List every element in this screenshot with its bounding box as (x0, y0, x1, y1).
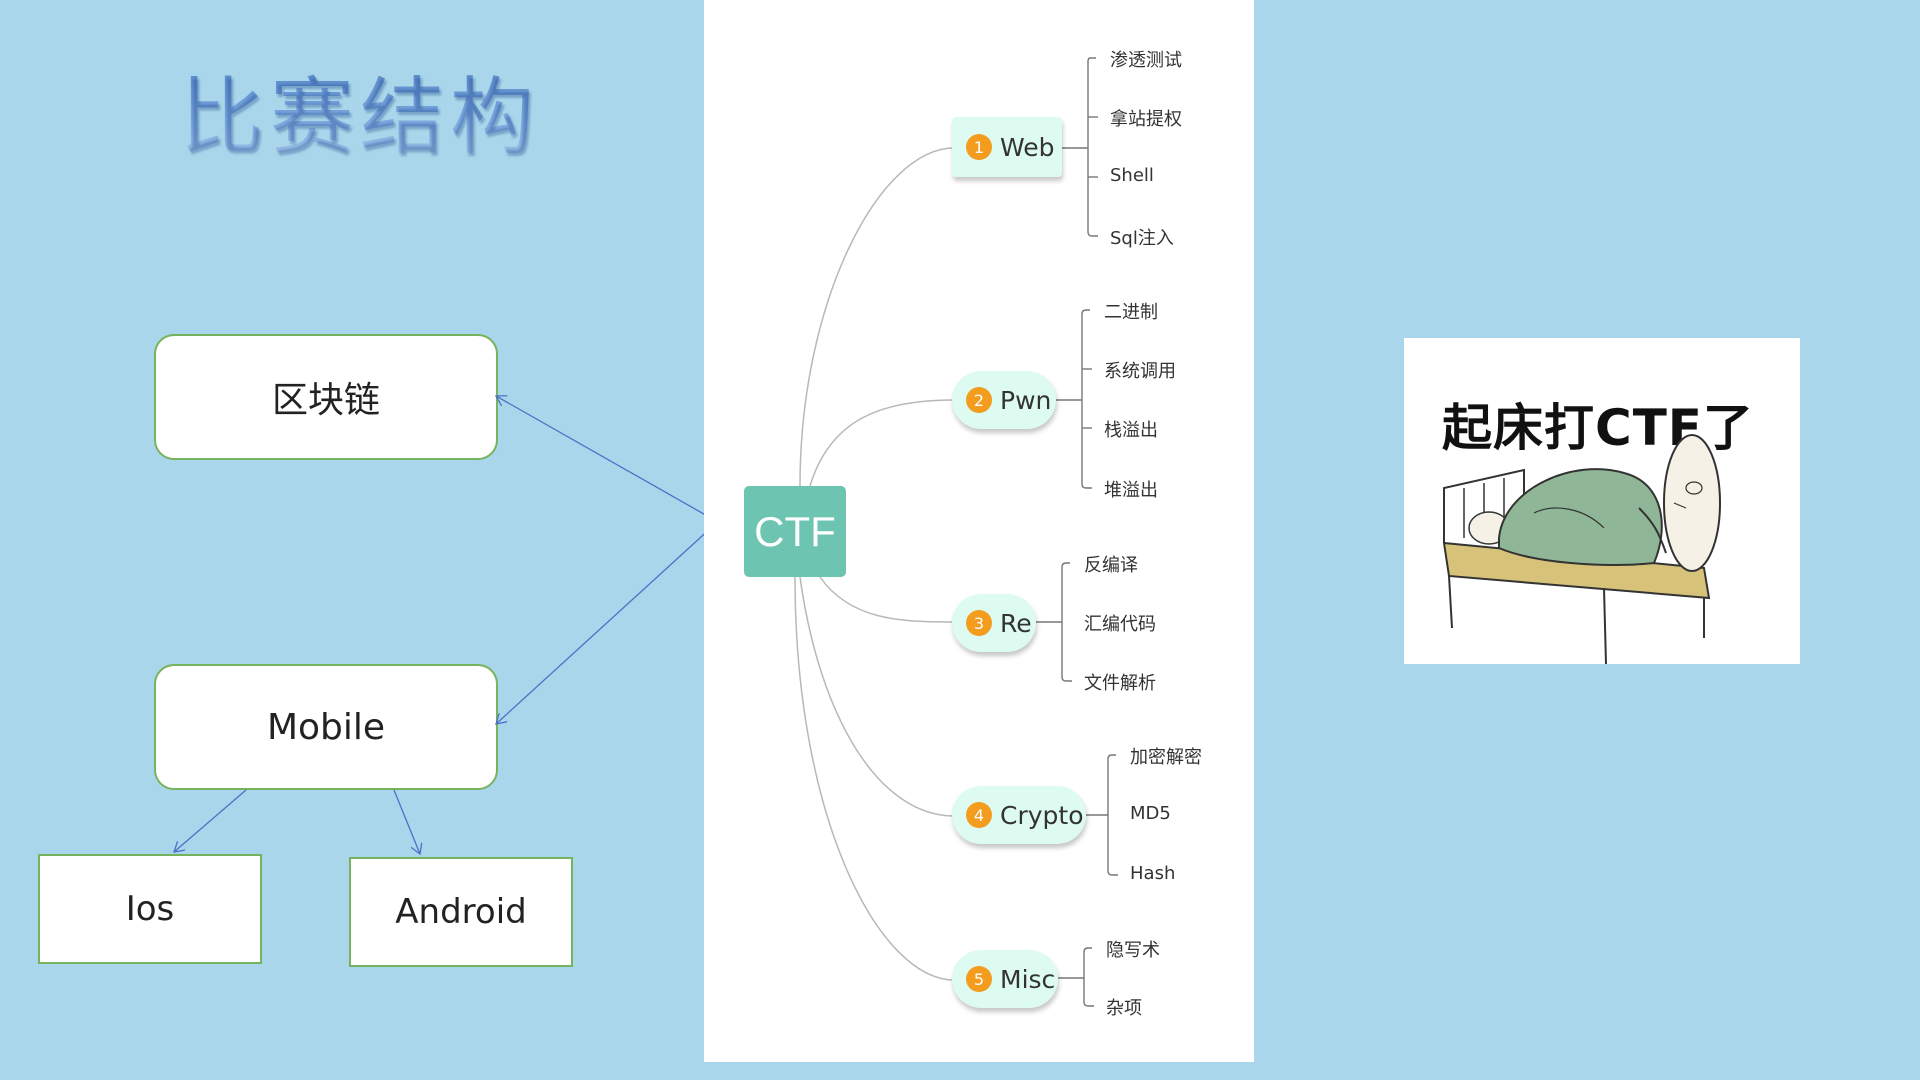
branch-pwn: 2 Pwn (952, 371, 1056, 429)
mobile-label: Mobile (266, 706, 386, 748)
branch-number-badge: 2 (966, 387, 992, 413)
ctf-root-label: CTF (754, 507, 836, 555)
leaf-item: 堆溢出 (1104, 480, 1158, 501)
android-box: Android (349, 857, 573, 967)
connector-web (799, 147, 955, 487)
blockchain-label: 区块链 (271, 380, 380, 421)
mobile-box: Mobile (154, 664, 498, 790)
branch-web: 1 Web (952, 117, 1062, 177)
connector-re (819, 576, 955, 623)
blockchain-box: 区块链 (154, 334, 498, 460)
branch-misc: 5 Misc (952, 950, 1058, 1008)
ios-label: Ios (125, 889, 175, 929)
connector-pwn (809, 399, 955, 487)
android-label: Android (395, 892, 527, 932)
leaf-item: 系统调用 (1104, 361, 1176, 382)
leaf-item: 反编译 (1084, 555, 1138, 576)
branch-label: Crypto (1000, 800, 1084, 830)
branch-label: Misc (1000, 964, 1056, 994)
leaf-item: 二进制 (1104, 302, 1158, 323)
leaf-item: Hash (1130, 863, 1176, 884)
branch-number-badge: 1 (966, 134, 992, 160)
branch-re: 3 Re (952, 594, 1036, 652)
branch-number-badge: 3 (966, 610, 992, 636)
leaf-item: 文件解析 (1084, 673, 1156, 694)
leaf-item: 加密解密 (1130, 747, 1202, 768)
arrow-mobile-to-ios (174, 789, 247, 852)
meme-image: 起床打CTF了 (1404, 338, 1800, 664)
leaf-item: 拿站提权 (1110, 109, 1182, 130)
leaf-item: 栈溢出 (1104, 420, 1158, 441)
connector-crypto (799, 576, 955, 817)
leaf-item: 杂项 (1106, 998, 1142, 1019)
leaf-item: Shell (1110, 165, 1154, 186)
ctf-root-node: CTF (744, 486, 846, 577)
branch-label: Pwn (1000, 385, 1052, 415)
leaf-item: MD5 (1130, 803, 1171, 824)
branch-label: Web (1000, 132, 1055, 162)
arrow-mobile-to-android (393, 789, 420, 854)
branch-crypto: 4 Crypto (952, 786, 1086, 844)
leaf-item: 汇编代码 (1084, 614, 1156, 635)
leaf-item: 渗透测试 (1110, 50, 1182, 71)
arrow-ctf-to-mobile (496, 515, 725, 724)
arrow-ctf-to-blockchain (496, 396, 733, 531)
leaf-item: 隐写术 (1106, 940, 1160, 961)
branch-label: Re (1000, 608, 1032, 638)
leaf-item: Sql注入 (1110, 228, 1174, 249)
connector-misc (794, 576, 955, 981)
ios-box: Ios (38, 854, 262, 964)
bed-illustration (1442, 434, 1721, 664)
branch-number-badge: 5 (966, 966, 992, 992)
branch-number-badge: 4 (966, 802, 992, 828)
slide-title: 比赛结构 (180, 50, 540, 171)
